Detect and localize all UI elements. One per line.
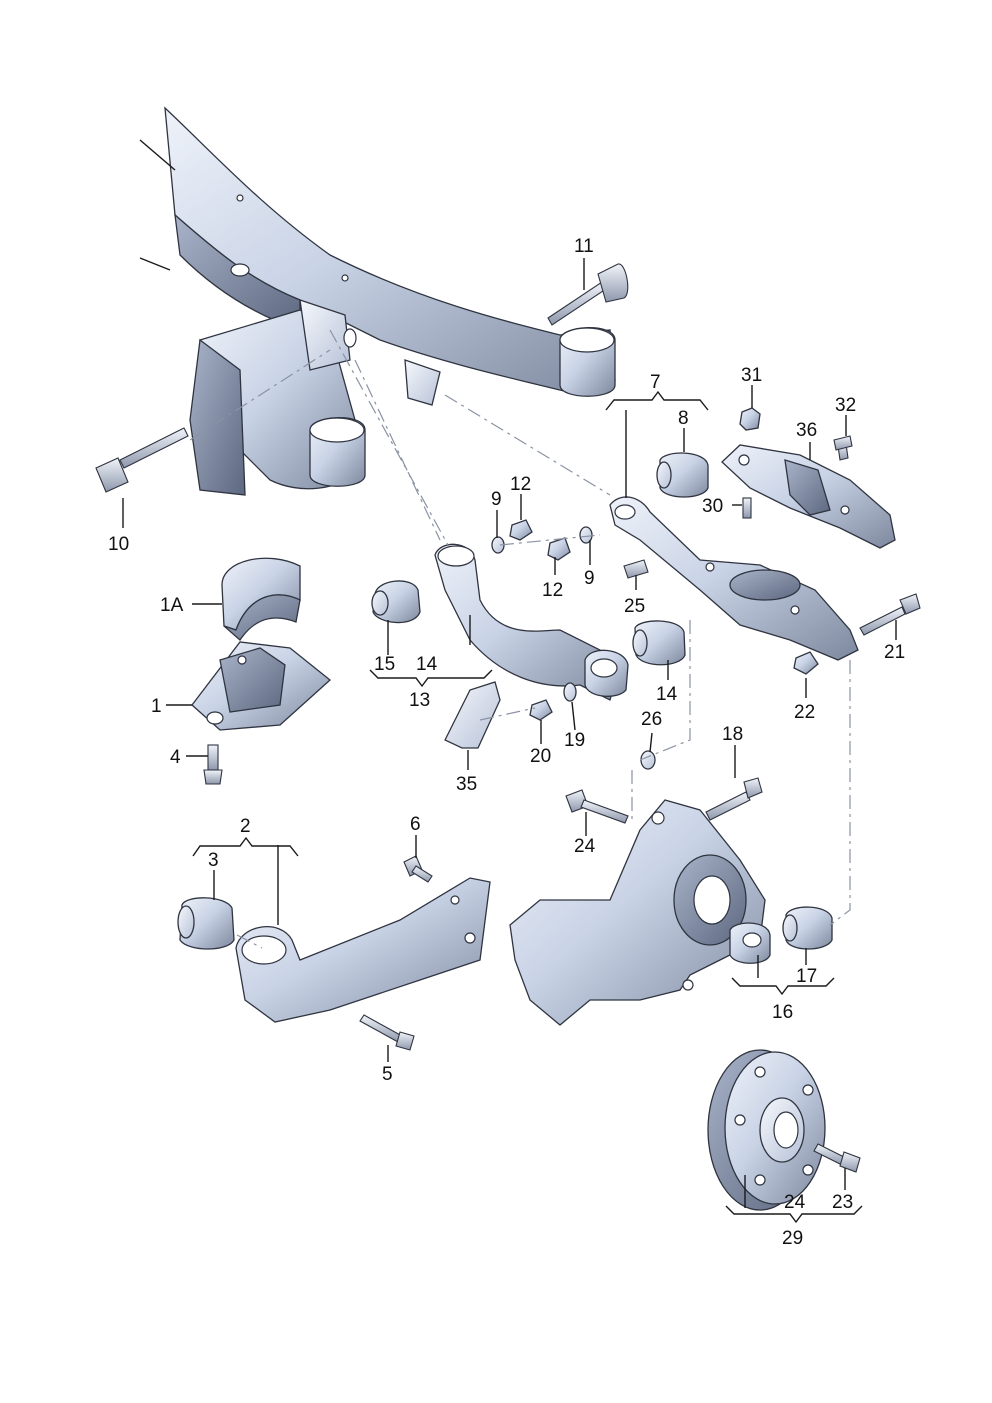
screw-6 — [403, 855, 433, 883]
label-11: 11 — [574, 236, 594, 257]
brace-13 — [369, 669, 493, 688]
label-24-upper: 24 — [574, 836, 596, 857]
label-14-right: 14 — [656, 684, 678, 705]
leader-lines — [122, 258, 897, 1208]
label-16: 16 — [772, 1002, 793, 1023]
bolt-18 — [705, 777, 763, 821]
bushing-17 — [782, 906, 833, 950]
label-19: 19 — [564, 730, 585, 751]
label-9-right: 9 — [584, 568, 595, 589]
wheel-hub-29 — [707, 1049, 826, 1211]
assembly-centerlines — [189, 329, 851, 949]
nut-31 — [739, 407, 761, 431]
nut-12-left — [509, 519, 533, 541]
bushing-3 — [177, 897, 235, 950]
label-1: 1 — [151, 696, 162, 717]
label-6: 6 — [410, 814, 421, 835]
label-12-bottom: 12 — [542, 580, 563, 601]
label-22: 22 — [794, 702, 815, 723]
label-12-top: 12 — [510, 474, 531, 495]
label-17: 17 — [796, 966, 817, 987]
bushing-14-lower — [632, 620, 686, 666]
bolt-24-upper — [565, 789, 629, 824]
label-2: 2 — [240, 816, 251, 837]
label-25: 25 — [624, 596, 645, 617]
label-13: 13 — [409, 690, 430, 711]
label-32: 32 — [835, 395, 856, 416]
rubber-mount-1A — [221, 557, 301, 641]
bolt-21 — [859, 593, 921, 636]
label-4: 4 — [170, 747, 181, 768]
label-15: 15 — [374, 654, 395, 675]
bolt-23 — [813, 1143, 861, 1173]
lower-arm-7 — [609, 496, 859, 661]
label-35: 35 — [456, 774, 477, 795]
label-36: 36 — [796, 420, 817, 441]
label-3: 3 — [208, 850, 219, 871]
label-26: 26 — [641, 709, 662, 730]
label-10: 10 — [108, 534, 129, 555]
brace-7 — [605, 390, 709, 411]
brace-29 — [725, 1205, 863, 1224]
label-24-lower: 24 — [784, 1192, 806, 1213]
label-9-left: 9 — [491, 489, 502, 510]
label-30: 30 — [702, 496, 723, 517]
part-labels: 11 10 7 8 31 32 36 30 9 12 12 9 25 21 22… — [108, 236, 905, 1249]
label-23: 23 — [832, 1192, 853, 1213]
nut-12-right — [547, 537, 571, 561]
screw-25 — [623, 559, 649, 579]
label-21: 21 — [884, 642, 905, 663]
nut-22 — [793, 651, 819, 675]
wheel-bearing-housing-16 — [509, 799, 771, 1026]
bolt-5 — [359, 1014, 415, 1051]
label-29: 29 — [782, 1228, 803, 1249]
circlip-26 — [640, 750, 656, 770]
spring-plate-36 — [721, 444, 896, 549]
mount-bracket-1 — [191, 641, 332, 731]
subframe — [139, 106, 616, 496]
screw-32 — [833, 435, 853, 461]
bracket-35 — [444, 681, 501, 749]
label-14-top: 14 — [416, 654, 438, 675]
label-1A: 1A — [160, 595, 184, 616]
brace-2 — [192, 836, 299, 857]
bushing-15 — [371, 580, 421, 624]
trailing-arm-2 — [235, 877, 491, 1023]
bushing-8 — [656, 452, 709, 498]
bolt-30 — [742, 497, 752, 519]
nut-20 — [529, 699, 553, 721]
brace-16 — [731, 977, 835, 996]
label-20: 20 — [530, 746, 551, 767]
label-8: 8 — [678, 408, 689, 429]
label-7: 7 — [650, 372, 661, 393]
washer-19 — [563, 682, 577, 702]
screw-4 — [203, 744, 223, 785]
control-arm-14 — [434, 543, 629, 701]
bolt-10 — [95, 427, 189, 493]
label-31: 31 — [741, 365, 762, 386]
label-5: 5 — [382, 1064, 393, 1085]
washer-9-right — [579, 526, 593, 544]
label-18: 18 — [722, 724, 743, 745]
bolt-11 — [547, 263, 629, 326]
